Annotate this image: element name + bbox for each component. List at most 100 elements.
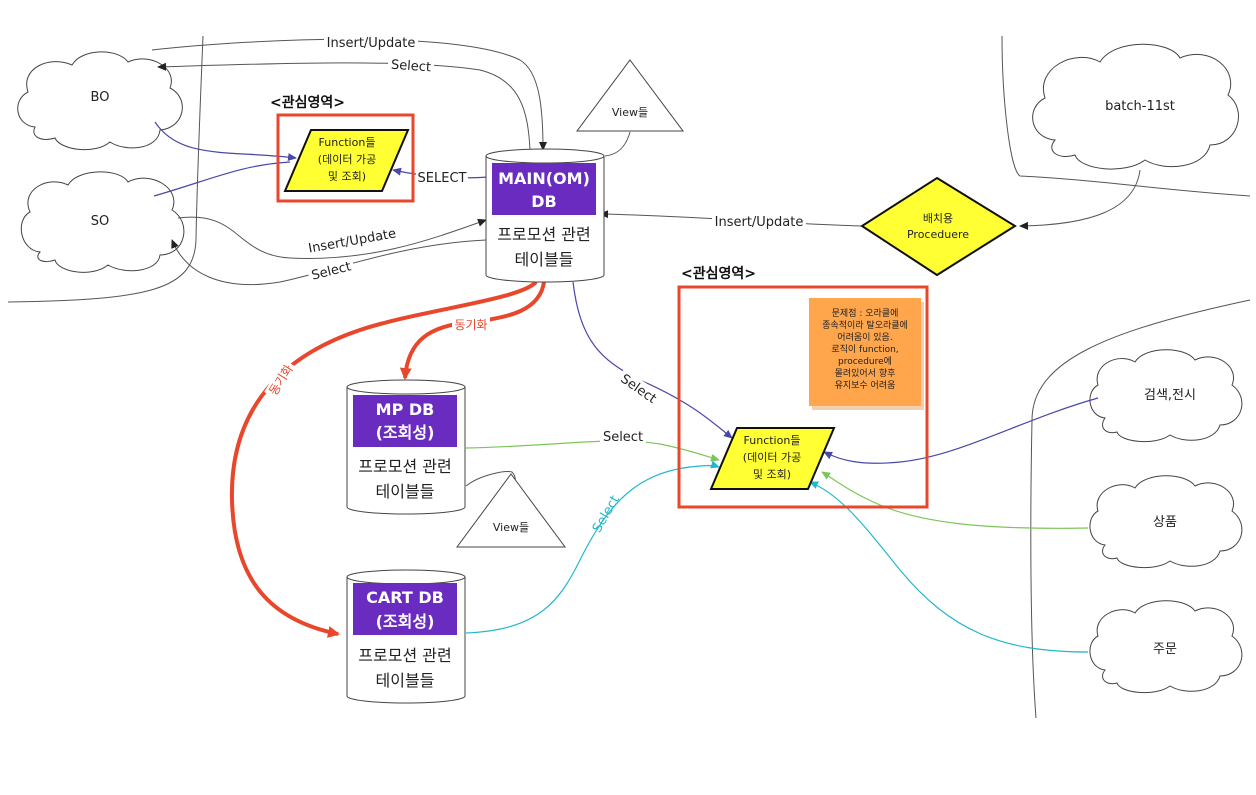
right-zone-boundary-top xyxy=(1001,35,1251,197)
problem-note-line-2: 종속적이라 탈오라클에 xyxy=(822,319,908,331)
views-top: View들 xyxy=(576,59,684,132)
edge-label-batch-insert: Insert/Update xyxy=(715,215,804,230)
function-left-line-2: (데이터 가공 xyxy=(318,153,376,166)
function-left: Function들 (데이터 가공 및 조회) xyxy=(283,129,410,192)
db-main-header-line-1: MAIN(OM) xyxy=(498,169,590,188)
db-mp-header-line-2: (조회성) xyxy=(376,423,435,442)
edge-label-select-func: SELECT xyxy=(418,171,467,186)
edge-bo-func xyxy=(154,121,297,162)
problem-note: 문제점 : 오라클에 종속적이라 탈오라클에 어려움이 있음. 로직이 func… xyxy=(809,298,924,410)
db-cart-header-line-2: (조회성) xyxy=(376,612,435,631)
cloud-search-shape xyxy=(1089,349,1243,443)
function-left-shape xyxy=(283,129,410,192)
db-main-body-line-1: 프로모션 관련 xyxy=(497,225,590,244)
cloud-order-shape xyxy=(1089,600,1243,694)
cloud-search: 검색,전시 xyxy=(1089,349,1243,443)
edge-label-top-select: Select xyxy=(390,58,431,76)
function-right-line-1: Function들 xyxy=(744,434,801,447)
problem-note-line-1: 문제점 : 오라클에 xyxy=(832,307,899,319)
db-cart-top xyxy=(346,569,466,585)
edge-label-mp-select: Select xyxy=(603,430,643,445)
problem-note-paper xyxy=(809,298,921,406)
cloud-search-label: 검색,전시 xyxy=(1144,388,1196,403)
db-main-body-line-2: 테이블들 xyxy=(515,250,574,269)
cloud-order-label: 주문 xyxy=(1153,642,1177,657)
db-mp: MP DB (조회성) 프로모션 관련 테이블들 xyxy=(346,379,466,515)
edge-top-insert xyxy=(151,38,547,151)
db-main-header-line-2: DB xyxy=(531,192,556,211)
cloud-order: 주문 xyxy=(1089,600,1243,694)
function-right-line-3: 및 조회) xyxy=(753,468,791,481)
cloud-product-shape xyxy=(1089,475,1243,569)
edge-main-right-func xyxy=(572,281,733,439)
db-cart-body-line-2: 테이블들 xyxy=(376,671,435,690)
batch-procedure-line-2: Proceduere xyxy=(907,228,969,241)
db-mp-header xyxy=(353,395,457,447)
edge-label-sync-mp: 동기화 xyxy=(454,318,487,332)
cloud-product: 상품 xyxy=(1089,475,1243,569)
views-top-label: View들 xyxy=(612,106,648,119)
batch-procedure: 배치용 Proceduere xyxy=(860,176,1017,277)
views-bottom-label: View들 xyxy=(493,521,529,534)
edge-cart-func xyxy=(465,460,720,634)
edge-label-main-select: Select xyxy=(617,372,658,407)
cloud-so-shape xyxy=(20,171,185,273)
batch-procedure-shape xyxy=(860,176,1017,277)
edge-batch-proc xyxy=(1019,169,1141,230)
cloud-batch: batch-11st xyxy=(1032,43,1239,170)
edge-label-so-insert: Insert/Update xyxy=(307,226,397,256)
views-bottom-shape xyxy=(456,473,566,548)
db-cart-body-line-1: 프로모션 관련 xyxy=(358,646,451,665)
db-main-header xyxy=(492,163,596,215)
edge-search-func xyxy=(823,397,1099,464)
edge-label-sync-cart: 동기화 xyxy=(266,362,295,398)
edge-product-func xyxy=(821,471,1089,529)
edge-so-func xyxy=(153,161,291,197)
edge-so-insert xyxy=(177,216,487,259)
focus-area-right-box xyxy=(677,285,929,509)
batch-procedure-line-1: 배치용 xyxy=(923,212,953,225)
problem-note-line-3: 어려움이 있음. xyxy=(837,331,892,343)
db-cart-header-line-1: CART DB xyxy=(366,588,444,607)
cyan-connectors xyxy=(465,460,1089,653)
edge-order-func xyxy=(809,481,1089,653)
db-mp-top xyxy=(346,379,466,395)
edge-label-top-insert: Insert/Update xyxy=(327,36,416,51)
cloud-bo-label: BO xyxy=(91,90,110,105)
edge-so-select xyxy=(171,239,487,286)
cloud-bo-shape xyxy=(17,51,183,151)
cloud-so-label: SO xyxy=(91,214,109,229)
problem-note-line-6: 몰려있어서 향후 xyxy=(835,367,896,379)
function-left-line-3: 및 조회) xyxy=(328,170,366,183)
edge-top-select xyxy=(157,62,531,151)
db-mp-header-line-1: MP DB xyxy=(376,400,435,419)
cloud-so: SO xyxy=(20,171,185,273)
problem-note-line-5: procedure에 xyxy=(838,356,892,367)
function-left-line-1: Function들 xyxy=(319,136,376,149)
db-cart: CART DB (조회성) 프로모션 관련 테이블들 xyxy=(346,569,466,704)
edge-view-main xyxy=(604,131,631,157)
cloud-batch-shape xyxy=(1032,43,1239,170)
cloud-bo: BO xyxy=(17,51,183,151)
db-main: MAIN(OM) DB 프로모션 관련 테이블들 xyxy=(485,148,605,283)
edge-label-cart-select: Select xyxy=(590,493,623,535)
sync-arrow-cart xyxy=(229,280,538,638)
problem-note-line-7: 유지보수 어려움 xyxy=(835,380,896,391)
cloud-product-label: 상품 xyxy=(1153,515,1177,530)
problem-note-line-4: 로직이 function, xyxy=(831,344,898,355)
focus-area-left-box xyxy=(276,113,415,203)
views-top-shape xyxy=(576,59,684,132)
edge-labels: Insert/Update Select SELECT Insert/Updat… xyxy=(264,35,806,535)
function-right-shape xyxy=(709,427,836,490)
views-bottom: View들 xyxy=(456,473,566,548)
edge-mp-func xyxy=(465,440,720,462)
left-zone-boundary xyxy=(7,35,204,303)
focus-area-left-title: <관심영역> xyxy=(270,94,345,111)
db-cart-header xyxy=(353,583,457,635)
db-mp-body-line-2: 테이블들 xyxy=(376,482,435,501)
function-right: Function들 (데이터 가공 및 조회) xyxy=(709,427,836,490)
focus-area-right-title: <관심영역> xyxy=(681,265,756,282)
cloud-batch-label: batch-11st xyxy=(1105,99,1175,114)
edge-label-so-select: Select xyxy=(310,259,353,283)
